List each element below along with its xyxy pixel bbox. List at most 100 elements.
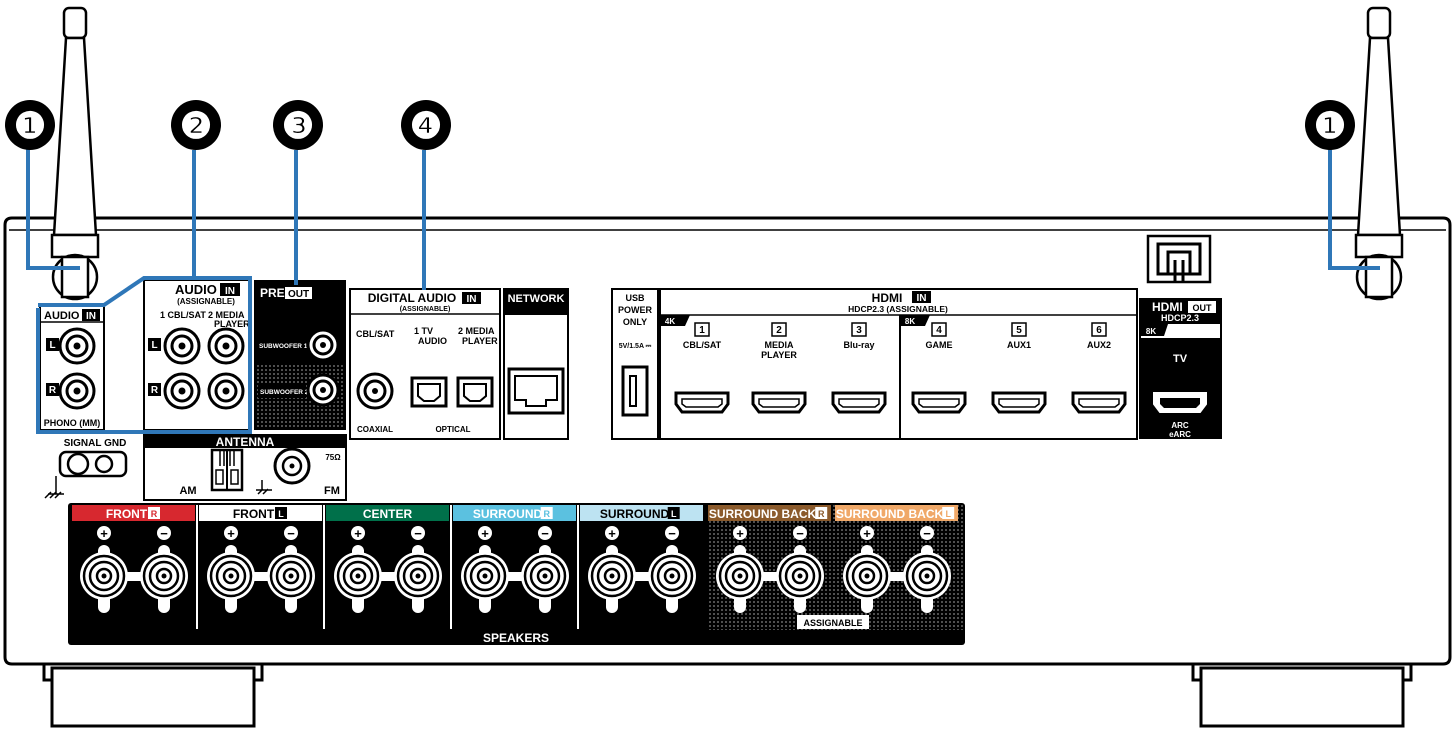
speaker-terminal-plus-icon: [461, 545, 509, 613]
speaker-channel-color-bar: [72, 505, 195, 521]
speaker-plus-sign: +: [608, 526, 616, 541]
digital-audio-assignable: (ASSIGNABLE): [400, 306, 451, 313]
audio-in-ch1-label: 1 CBL/SAT: [160, 310, 206, 320]
callout-lines: [26, 148, 1380, 434]
hdmi-input-number: 1: [699, 325, 705, 336]
hdmi-input-name: CBL/SAT: [683, 340, 722, 350]
speaker-terminal-minus-icon: [140, 545, 188, 613]
speakers-label: SPEAKERS: [483, 631, 549, 645]
speaker-terminal-plus-icon: [80, 545, 128, 613]
left-foot: [42, 664, 264, 728]
tv-audio-label-2: AUDIO: [418, 336, 447, 346]
audio-in-ch2-label: 2 MEDIA: [208, 310, 245, 320]
speaker-channel-color-bar: [708, 505, 831, 521]
phono-in-badge: IN: [86, 311, 96, 322]
hdmi-out-badge: OUT: [1193, 303, 1213, 313]
signal-gnd-label: SIGNAL GND: [64, 438, 127, 449]
hdmi-inputs: 1CBL/SAT2MEDIAPLAYER3Blu-ray4GAME5AUX16A…: [674, 322, 1127, 414]
rca-jack-phono-r-icon: [58, 372, 96, 410]
phono-left-badge: L: [49, 340, 55, 351]
speaker-channel-label: SURROUND BACK: [709, 507, 817, 521]
speaker-minus-sign: −: [668, 526, 676, 541]
subwoofer2-label: SUBWOOFER 2: [260, 389, 309, 396]
audio-in-left-badge: L: [151, 340, 157, 351]
speaker-minus-sign: −: [414, 526, 422, 541]
speaker-side-badge: L: [278, 509, 284, 519]
audio-in-right-badge: R: [151, 385, 159, 396]
speaker-side-badge: R: [818, 509, 825, 519]
speaker-terminal-minus-icon: [394, 545, 442, 613]
pre-out-panel: PRE OUT SUBWOOFER 1 SUBWOOFER 2: [254, 280, 346, 430]
speaker-minus-sign: −: [160, 526, 168, 541]
usb-label-3: ONLY: [623, 317, 647, 327]
speaker-terminal-plus-icon: [207, 545, 255, 613]
right-foot: [1191, 664, 1413, 728]
assignable-label: ASSIGNABLE: [803, 618, 862, 628]
hdmi-input-name: AUX1: [1007, 340, 1031, 350]
svg-text:❸: ❸: [282, 105, 314, 146]
optical-media-jack-icon: [456, 376, 494, 408]
hdmi-out-port-icon: [1153, 392, 1207, 413]
speaker-terminal-minus-icon: [776, 545, 824, 613]
speaker-plus-sign: +: [863, 526, 871, 541]
speaker-channel-label: SURROUND BACK: [836, 507, 944, 521]
phono-right-badge: R: [49, 385, 57, 396]
speaker-plus-sign: +: [736, 526, 744, 541]
speaker-channel-color-bar: [326, 505, 449, 521]
hdmi-port-icon: [911, 391, 967, 414]
speaker-channel-label: FRONT: [106, 507, 148, 521]
callout-1-left: ❶: [5, 100, 55, 150]
usb-label-1: USB: [625, 293, 645, 303]
hdmi-earc-label: eARC: [1169, 430, 1191, 439]
power-inlet: [1146, 234, 1212, 284]
speaker-minus-sign: −: [287, 526, 295, 541]
speaker-plus-sign: +: [227, 526, 235, 541]
speaker-terminal-plus-icon: [334, 545, 382, 613]
tv-audio-label: 1 TV: [414, 326, 433, 336]
audio-in-assignable: (ASSIGNABLE): [177, 297, 235, 306]
speaker-side-badge: R: [543, 509, 550, 519]
callout-2: ❷: [171, 100, 221, 150]
usb-label-2: POWER: [618, 305, 653, 315]
speaker-terminal-plus-icon: [843, 545, 891, 613]
digital-audio-panel: DIGITAL AUDIO IN (ASSIGNABLE) CBL/SAT 1 …: [349, 288, 501, 440]
usb-panel: USB POWER ONLY 5V/1.5A ⎓: [611, 288, 659, 440]
optical-tv-jack-icon: [410, 376, 448, 408]
media-player-label-2: PLAYER: [462, 336, 498, 346]
phono-mm-label: PHONO (MM): [44, 418, 101, 428]
hdmi-input-name: MEDIA: [765, 340, 795, 350]
hdmi-input-number: 3: [856, 325, 862, 336]
speaker-terminal-minus-icon: [521, 545, 569, 613]
signal-gnd: SIGNAL GND: [44, 438, 128, 499]
usb-port-icon: [621, 365, 649, 417]
hdmi-input-number: 6: [1096, 325, 1102, 336]
optical-label: OPTICAL: [435, 425, 470, 434]
antenna-title: ANTENNA: [216, 435, 275, 449]
speaker-channel-label: CENTER: [363, 507, 413, 521]
speaker-minus-sign: −: [541, 526, 549, 541]
speaker-plus-sign: +: [354, 526, 362, 541]
hdmi-arc-label: ARC: [1171, 421, 1189, 430]
callout-4: ❹: [401, 100, 451, 150]
am-label: AM: [179, 485, 196, 497]
hdmi-out-hdcp: HDCP2.3: [1161, 313, 1199, 323]
hdmi-4k-badge: 4K: [665, 317, 675, 326]
rca-jacks: [58, 327, 245, 410]
audio-in-title: AUDIO: [175, 282, 217, 297]
phono-input-panel: AUDIO IN L R PHONO (MM): [39, 304, 105, 431]
pre-out-title: PRE: [260, 286, 285, 300]
svg-text:❷: ❷: [180, 105, 212, 146]
speaker-terminal-plus-icon: [716, 545, 764, 613]
rca-jack-subwoofer2-icon: [306, 373, 340, 407]
speaker-terminal-minus-icon: [267, 545, 315, 613]
hdmi-port-icon: [831, 391, 887, 414]
